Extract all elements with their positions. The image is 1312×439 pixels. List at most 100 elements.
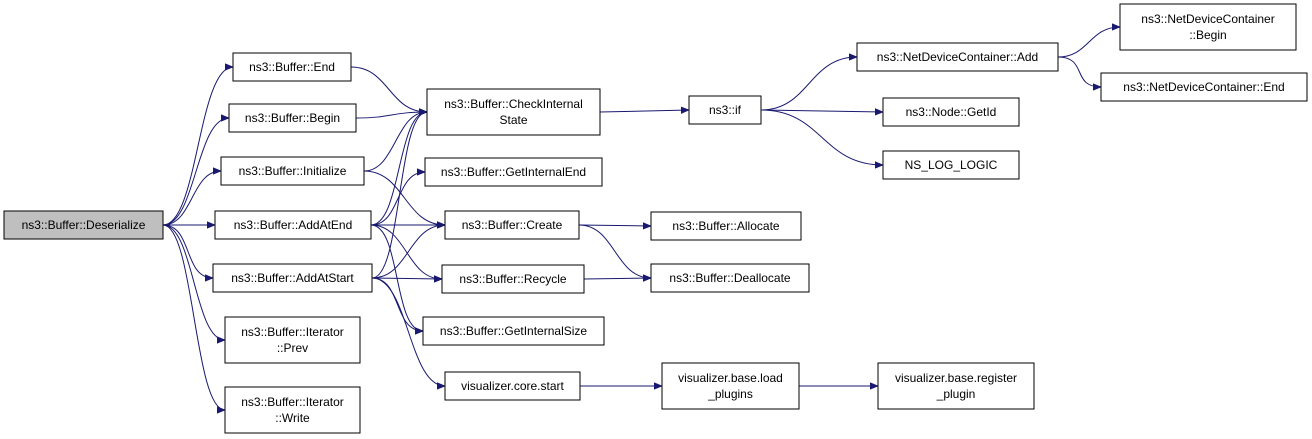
node-create[interactable]: ns3::Buffer::Create [444, 210, 580, 240]
node-if[interactable]: ns3::if [688, 95, 762, 125]
node-box [661, 362, 800, 410]
edge-addatstart-to-create [371, 225, 445, 279]
node-box [688, 95, 762, 125]
edge-addatend-to-checkinternal [370, 112, 428, 226]
node-label: _plugins [707, 387, 753, 401]
edge-ndcadd-to-ndcbegin [1057, 27, 1120, 58]
node-getinternalend[interactable]: ns3::Buffer::GetInternalEnd [424, 157, 603, 187]
node-box [220, 156, 365, 186]
edge-deserialize-to-addatstart [162, 224, 213, 278]
node-deallocate[interactable]: ns3::Buffer::Deallocate [650, 263, 810, 293]
node-label: visualizer.base.load [678, 371, 783, 385]
node-box [424, 157, 603, 187]
node-deserialize[interactable]: ns3::Buffer::Deserialize [3, 210, 164, 240]
node-label: ns3::Buffer::Create [462, 218, 563, 232]
node-label: ns3::Buffer::CheckInternal [444, 97, 583, 111]
edge-begin-to-checkinternal [355, 112, 427, 119]
node-addatstart[interactable]: ns3::Buffer::AddAtStart [212, 263, 373, 293]
edge-addatend-to-getinternalend [370, 172, 425, 226]
edge-deserialize-to-end [162, 67, 234, 226]
node-box [882, 150, 1020, 180]
node-box [224, 386, 361, 434]
node-label: ns3::Buffer::Deallocate [669, 271, 791, 285]
node-box [1100, 72, 1308, 102]
node-loadplugins[interactable]: visualizer.base.load _plugins [661, 362, 800, 410]
node-end[interactable]: ns3::Buffer::End [232, 52, 352, 82]
edge-deserialize-to-iterwrite [162, 224, 226, 410]
node-box [444, 210, 580, 240]
node-box [856, 42, 1059, 72]
node-iterwrite[interactable]: ns3::Buffer::Iterator::Write [224, 386, 361, 434]
node-addatend[interactable]: ns3::Buffer::AddAtEnd [214, 210, 372, 240]
node-label: ns3::NetDeviceContainer [1141, 12, 1274, 26]
node-recycle[interactable]: ns3::Buffer::Recycle [441, 264, 585, 294]
node-label: ns3::Buffer::Iterator [241, 395, 344, 409]
node-box [882, 97, 1020, 127]
node-label: NS_LOG_LOGIC [905, 158, 998, 172]
node-begin[interactable]: ns3::Buffer::Begin [228, 103, 357, 133]
edge-addatstart-to-checkinternal [371, 112, 428, 279]
node-box [426, 88, 601, 136]
node-box [3, 210, 164, 240]
node-box [650, 263, 810, 293]
edge-deserialize-to-begin [162, 118, 230, 226]
edge-addatend-to-recycle [370, 224, 442, 279]
node-box [422, 316, 605, 346]
node-iterprev[interactable]: ns3::Buffer::Iterator::Prev [224, 316, 361, 364]
node-box [650, 211, 802, 241]
node-label: ns3::NetDeviceContainer::Add [877, 50, 1038, 64]
node-allocate[interactable]: ns3::Buffer::Allocate [650, 211, 802, 241]
edge-addatstart-to-viscorestart [371, 277, 445, 386]
node-box [1119, 3, 1297, 51]
edge-initialize-to-create [363, 170, 445, 225]
edge-addatstart-to-recycle [371, 278, 442, 279]
node-label: ::Write [275, 411, 310, 425]
node-label: ns3::Buffer::Iterator [241, 325, 344, 339]
node-box [232, 52, 352, 82]
node-getinternalsize[interactable]: ns3::Buffer::GetInternalSize [422, 316, 605, 346]
node-label: ns3::Buffer::AddAtStart [231, 271, 354, 285]
node-label: ns3::Buffer::Allocate [672, 219, 780, 233]
node-nslog[interactable]: NS_LOG_LOGIC [882, 150, 1020, 180]
node-nodegetid[interactable]: ns3::Node::GetId [882, 97, 1020, 127]
node-ndcbegin[interactable]: ns3::NetDeviceContainer::Begin [1119, 3, 1297, 51]
edge-if-to-ndcadd [760, 57, 857, 111]
node-ndcadd[interactable]: ns3::NetDeviceContainer::Add [856, 42, 1059, 72]
node-registerplugin[interactable]: visualizer.base.register_plugin [877, 362, 1035, 410]
node-box [224, 316, 361, 364]
edge-checkinternal-to-if [599, 110, 689, 112]
node-label: ::Begin [1189, 28, 1226, 42]
node-label: ns3::if [709, 103, 742, 117]
node-box [444, 371, 581, 401]
node-label: ::Prev [277, 341, 308, 355]
node-label: ns3::Buffer::Deserialize [22, 218, 146, 232]
nodes: ns3::Buffer::Deserialize ns3::Buffer::End… [3, 3, 1308, 434]
edge-recycle-to-deallocate [583, 278, 651, 279]
node-label: ns3::Node::GetId [906, 105, 997, 119]
node-box [214, 210, 372, 240]
node-label: State [499, 113, 527, 127]
node-ndcend[interactable]: ns3::NetDeviceContainer::End [1100, 72, 1308, 102]
node-initialize[interactable]: ns3::Buffer::Initialize [220, 156, 365, 186]
edge-if-to-nodegetid [760, 110, 883, 112]
node-label: ns3::Buffer::AddAtEnd [234, 218, 353, 232]
edge-initialize-to-checkinternal [363, 112, 427, 172]
node-box [441, 264, 585, 294]
edge-deserialize-to-initialize [162, 171, 221, 226]
edge-ndcadd-to-ndcend [1057, 56, 1101, 87]
edge-end-to-checkinternal [350, 66, 427, 112]
node-label: _plugin [936, 387, 976, 401]
node-box [877, 362, 1035, 410]
node-label: ns3::Buffer::End [249, 60, 335, 74]
node-label: ns3::NetDeviceContainer::End [1123, 80, 1284, 94]
edge-addatstart-to-getinternalsize [371, 277, 423, 331]
node-viscorestart[interactable]: visualizer.core.start [444, 371, 581, 401]
node-label: ns3::Buffer::GetInternalSize [440, 324, 588, 338]
edge-if-to-nslog [760, 109, 883, 165]
node-label: ns3::Buffer::Recycle [459, 272, 566, 286]
node-label: visualizer.core.start [461, 379, 564, 393]
edges [162, 27, 1120, 410]
edge-deserialize-to-iterprev [162, 224, 226, 340]
